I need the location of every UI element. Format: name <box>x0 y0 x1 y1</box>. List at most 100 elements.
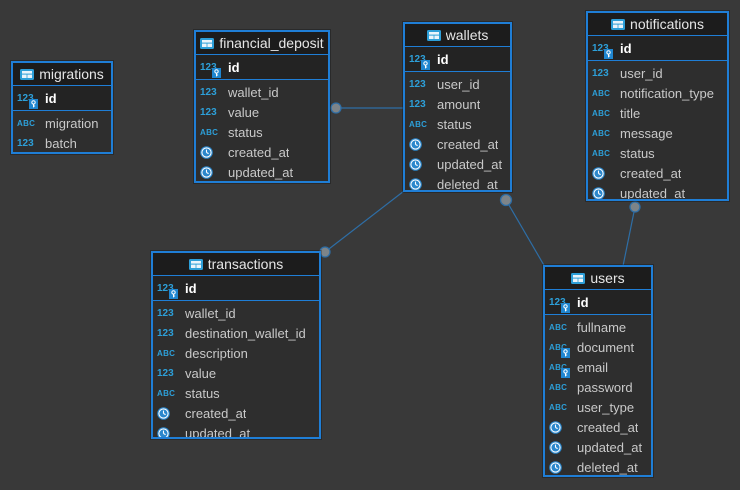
number-icon: 123 <box>592 67 609 79</box>
column-row-updated_at[interactable]: updated_at <box>545 437 651 457</box>
column-name: migration <box>45 115 99 131</box>
number-icon: 123 <box>409 98 426 110</box>
table-header-transactions[interactable]: transactions <box>153 253 319 276</box>
column-name: created_at <box>228 144 290 160</box>
number-icon: 123 <box>409 78 426 90</box>
key-icon <box>29 99 38 109</box>
table-header-wallets[interactable]: wallets <box>405 24 510 47</box>
text-icon: ABC <box>157 348 176 358</box>
clock-icon <box>200 162 223 181</box>
column-row-message[interactable]: ABC message <box>588 123 727 143</box>
column-row-updated_at[interactable]: updated_at <box>405 154 510 174</box>
column-row-created_at[interactable]: created_at <box>153 403 319 423</box>
column-row-deleted_at[interactable]: deleted_at <box>545 457 651 475</box>
table-header-migrations[interactable]: migrations <box>13 63 111 86</box>
text-icon: ABC <box>17 118 36 128</box>
relation-endpoint-dot <box>499 193 513 207</box>
table-header-financial_deposits[interactable]: financial_deposit <box>196 32 328 55</box>
text-icon: ABC <box>592 128 611 138</box>
clock-icon <box>592 163 615 183</box>
text-icon: ABC <box>200 127 219 137</box>
column-name: destination_wallet_id <box>185 325 306 341</box>
column-name: created_at <box>577 419 639 435</box>
relation-endpoint-dot <box>319 246 331 258</box>
column-row-created_at[interactable]: created_at <box>196 142 328 162</box>
column-name: updated_at <box>185 425 251 439</box>
text-icon: ABC <box>549 402 568 412</box>
column-name: message <box>620 125 673 141</box>
column-row-created_at[interactable]: created_at <box>405 134 510 154</box>
column-name: notification_type <box>620 85 714 101</box>
table-icon <box>188 258 203 270</box>
column-row-updated_at[interactable]: updated_at <box>153 423 319 439</box>
clock-icon <box>157 403 180 423</box>
key-icon <box>212 68 221 78</box>
column-row-updated_at[interactable]: updated_at <box>588 183 727 199</box>
column-row-user_id[interactable]: 123 user_id <box>588 63 727 83</box>
column-row-created_at[interactable]: created_at <box>588 163 727 183</box>
column-row-migration[interactable]: ABC migration <box>13 113 111 133</box>
column-name: updated_at <box>577 439 643 455</box>
text-icon: ABC <box>592 108 611 118</box>
table-title: notifications <box>630 16 704 32</box>
column-row-created_at[interactable]: created_at <box>545 417 651 437</box>
clock-icon <box>409 134 432 154</box>
table-header-notifications[interactable]: notifications <box>588 13 727 36</box>
number-icon: 123 <box>409 49 432 70</box>
table-header-users[interactable]: users <box>545 267 651 290</box>
column-name: user_id <box>620 65 663 81</box>
key-icon <box>561 368 570 378</box>
table-icon <box>571 272 586 284</box>
table-title: wallets <box>445 27 489 43</box>
number-icon: 123 <box>200 57 223 78</box>
clock-icon <box>157 423 180 437</box>
column-name: updated_at <box>437 156 503 172</box>
column-row-updated_at[interactable]: updated_at <box>196 162 328 181</box>
column-row-deleted_at[interactable]: deleted_at <box>405 174 510 190</box>
text-icon: ABC <box>549 322 568 332</box>
column-name: status <box>437 116 472 132</box>
column-name: updated_at <box>228 164 294 180</box>
relation-line-notifications-users <box>622 206 636 267</box>
column-name: deleted_at <box>577 459 638 475</box>
